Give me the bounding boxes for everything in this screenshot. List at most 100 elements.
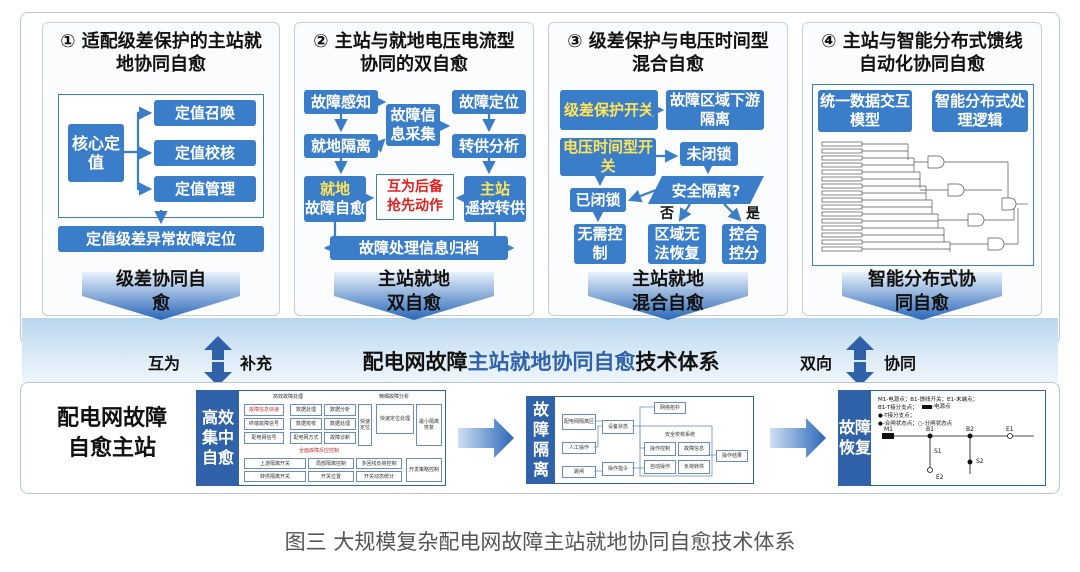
t1-r2c0: 配电网信号 bbox=[244, 432, 284, 444]
local-heal-keyword: 就地 bbox=[319, 180, 350, 198]
t1-rg2: 开关动态统计 bbox=[356, 471, 402, 482]
local-heal-rest: 故障自愈 bbox=[304, 199, 365, 217]
distributed-logic-box: 智能分布式处理逻辑 bbox=[932, 90, 1028, 132]
logic-circuit-diagram bbox=[821, 141, 1028, 252]
t3-legend-d-text: -T接分支点； bbox=[882, 413, 916, 419]
t1-r2c2: 故障诊断 bbox=[324, 432, 356, 444]
remote-rest: 遥控转供 bbox=[464, 199, 525, 217]
t2-d: 设备状态 bbox=[602, 420, 634, 434]
setting-recall-box: 定值召唤 bbox=[154, 100, 256, 126]
t3-legend-c: -电源点 bbox=[922, 402, 951, 410]
t3-legend-a: M1-电源点；B1-馈线开关；E1-末端点； bbox=[878, 397, 978, 403]
t2-f: 操作指令 bbox=[602, 462, 634, 476]
fault-recover-label: 故障恢复 bbox=[839, 391, 871, 485]
vt-switch-box: 电压时间型开关 bbox=[560, 138, 656, 176]
panel2-title: ② 主站与就地电压电流型协同的双自愈 bbox=[313, 31, 515, 75]
t1-sec-c: 精细故障分析 bbox=[374, 394, 414, 400]
efficient-heal-label: 高效集中自愈 bbox=[197, 391, 239, 485]
t2-h: 操作控制 bbox=[644, 442, 676, 456]
t1-col-e: 最小隔离恢复 bbox=[416, 404, 442, 446]
data-model-box: 统一数据交互模型 bbox=[818, 90, 912, 132]
t1-r0c0: 故障信息快速 bbox=[244, 404, 284, 416]
setting-check-box: 定值校核 bbox=[154, 140, 256, 166]
banner-left-b: 补充 bbox=[240, 354, 273, 373]
t2-l: 操作结果 bbox=[716, 450, 748, 462]
local-isolate-box: 就地隔离 bbox=[304, 134, 378, 158]
remote-keyword: 主站 bbox=[479, 180, 510, 198]
downstream-isolate-box: 故障区域下游隔离 bbox=[666, 90, 764, 130]
banner-title-c: 技术体系 bbox=[635, 350, 720, 374]
not-locked-box: 未闭锁 bbox=[680, 142, 738, 166]
m1-source-mark bbox=[882, 433, 894, 439]
t1-rg1: 开关位置 bbox=[308, 471, 354, 482]
t2-k: 负荷转供 bbox=[678, 460, 710, 474]
t2-i: 自动操作 bbox=[644, 460, 676, 474]
panel1-title: ① 适配级差保护的主站就地协同自愈 bbox=[60, 31, 262, 75]
panel4-bottom-label: 智能分布式协同自愈 bbox=[868, 269, 976, 314]
remote-transfer-box: 主站 遥控转供 bbox=[464, 176, 526, 222]
t1-r0c1: 数据处理 bbox=[290, 404, 322, 416]
panel3-title: ③ 级差保护与电压时间型混合自愈 bbox=[567, 31, 769, 75]
t3-legend-d: ●-T接分支点； bbox=[878, 411, 915, 419]
t3-legend-c-text: -电源点 bbox=[932, 404, 951, 410]
panel3-bottom-label: 主站就地混合自愈 bbox=[632, 269, 704, 314]
t1-rf0: 上游隔离开关 bbox=[244, 458, 306, 469]
core-setting-box: 核心定值 bbox=[68, 124, 124, 182]
t3-n-b2: B2 bbox=[966, 426, 974, 433]
banner-title-b: 主站就地协同自愈 bbox=[467, 350, 636, 374]
t2-b: 人工操作 bbox=[562, 442, 596, 454]
banner-right-b: 协同 bbox=[884, 354, 917, 373]
no-recover-box: 区域无法恢复 bbox=[648, 224, 706, 264]
e1-node-mark bbox=[1007, 433, 1013, 439]
decision-shape bbox=[648, 176, 764, 204]
fault-sense-box: 故障感知 bbox=[304, 90, 378, 114]
t2-g: 安全校核系统 bbox=[650, 430, 710, 440]
t1-extra: 开发策略控制 bbox=[406, 458, 442, 482]
tee-symbol-icon: ● bbox=[878, 413, 883, 419]
t3-legend-f-text: -分闸状态点 bbox=[922, 421, 953, 427]
fault-isolate-label: 故障隔离 bbox=[527, 397, 555, 483]
t1-col-d: 快速定位处理 bbox=[376, 404, 414, 434]
s2-node-mark bbox=[967, 459, 973, 465]
t3-n-e1: E1 bbox=[1006, 426, 1014, 433]
no-label: 否 bbox=[660, 206, 674, 222]
t1-sec-a: 高效故障处理 bbox=[244, 394, 332, 400]
backup-race-box: 互为后备 抢先动作 bbox=[376, 174, 454, 220]
grade-switch-box: 级差保护开关 bbox=[560, 90, 658, 130]
source-symbol-icon bbox=[922, 404, 932, 409]
b1-node-mark bbox=[927, 433, 933, 439]
t1-r1c0: 终端故障信号 bbox=[244, 418, 284, 430]
b2-node-mark bbox=[967, 433, 973, 439]
t3-n-m1: M1 bbox=[884, 426, 893, 433]
t1-r2c1: 配电网方式 bbox=[290, 432, 322, 444]
t1-sec-b: 快速定位 bbox=[358, 404, 372, 446]
locked-box: 已闭锁 bbox=[570, 188, 626, 212]
transfer-analysis-box: 转供分析 bbox=[452, 134, 526, 158]
fault-info-collect-box: 故障信息采集 bbox=[386, 104, 440, 146]
closed-symbol-icon: ● bbox=[878, 421, 883, 427]
t3-n-s2: S2 bbox=[976, 458, 984, 465]
e2-node-mark bbox=[927, 467, 933, 473]
banner-title-a: 配电网故障 bbox=[362, 350, 468, 374]
safe-isolate-label: 安全隔离? bbox=[671, 181, 741, 200]
t1-r1c2: 数据处理 bbox=[324, 418, 356, 430]
control-box: 控合控分 bbox=[722, 224, 766, 264]
panel1-bottom-label: 级差协同自愈 bbox=[116, 269, 206, 314]
t3-n-e2: E2 bbox=[936, 474, 944, 481]
banner-title: 配电网故障主站就地协同自愈技术体系 bbox=[316, 346, 766, 376]
banner-band bbox=[22, 318, 1058, 382]
t1-r0c2: 数据分析 bbox=[324, 404, 356, 416]
abnormal-locate-box: 定值级差异常故障定位 bbox=[58, 226, 264, 252]
t2-a: 配电网隔离区 bbox=[562, 414, 596, 430]
local-heal-box: 就地 故障自愈 bbox=[304, 176, 366, 222]
yes-label: 是 bbox=[746, 206, 760, 222]
t2-j: 故障信息 bbox=[678, 442, 710, 456]
t1-rf2: 多回线负荷控制 bbox=[356, 458, 402, 469]
banner-right-a: 双向 bbox=[800, 354, 833, 373]
t3-n-s1: S1 bbox=[934, 448, 942, 455]
